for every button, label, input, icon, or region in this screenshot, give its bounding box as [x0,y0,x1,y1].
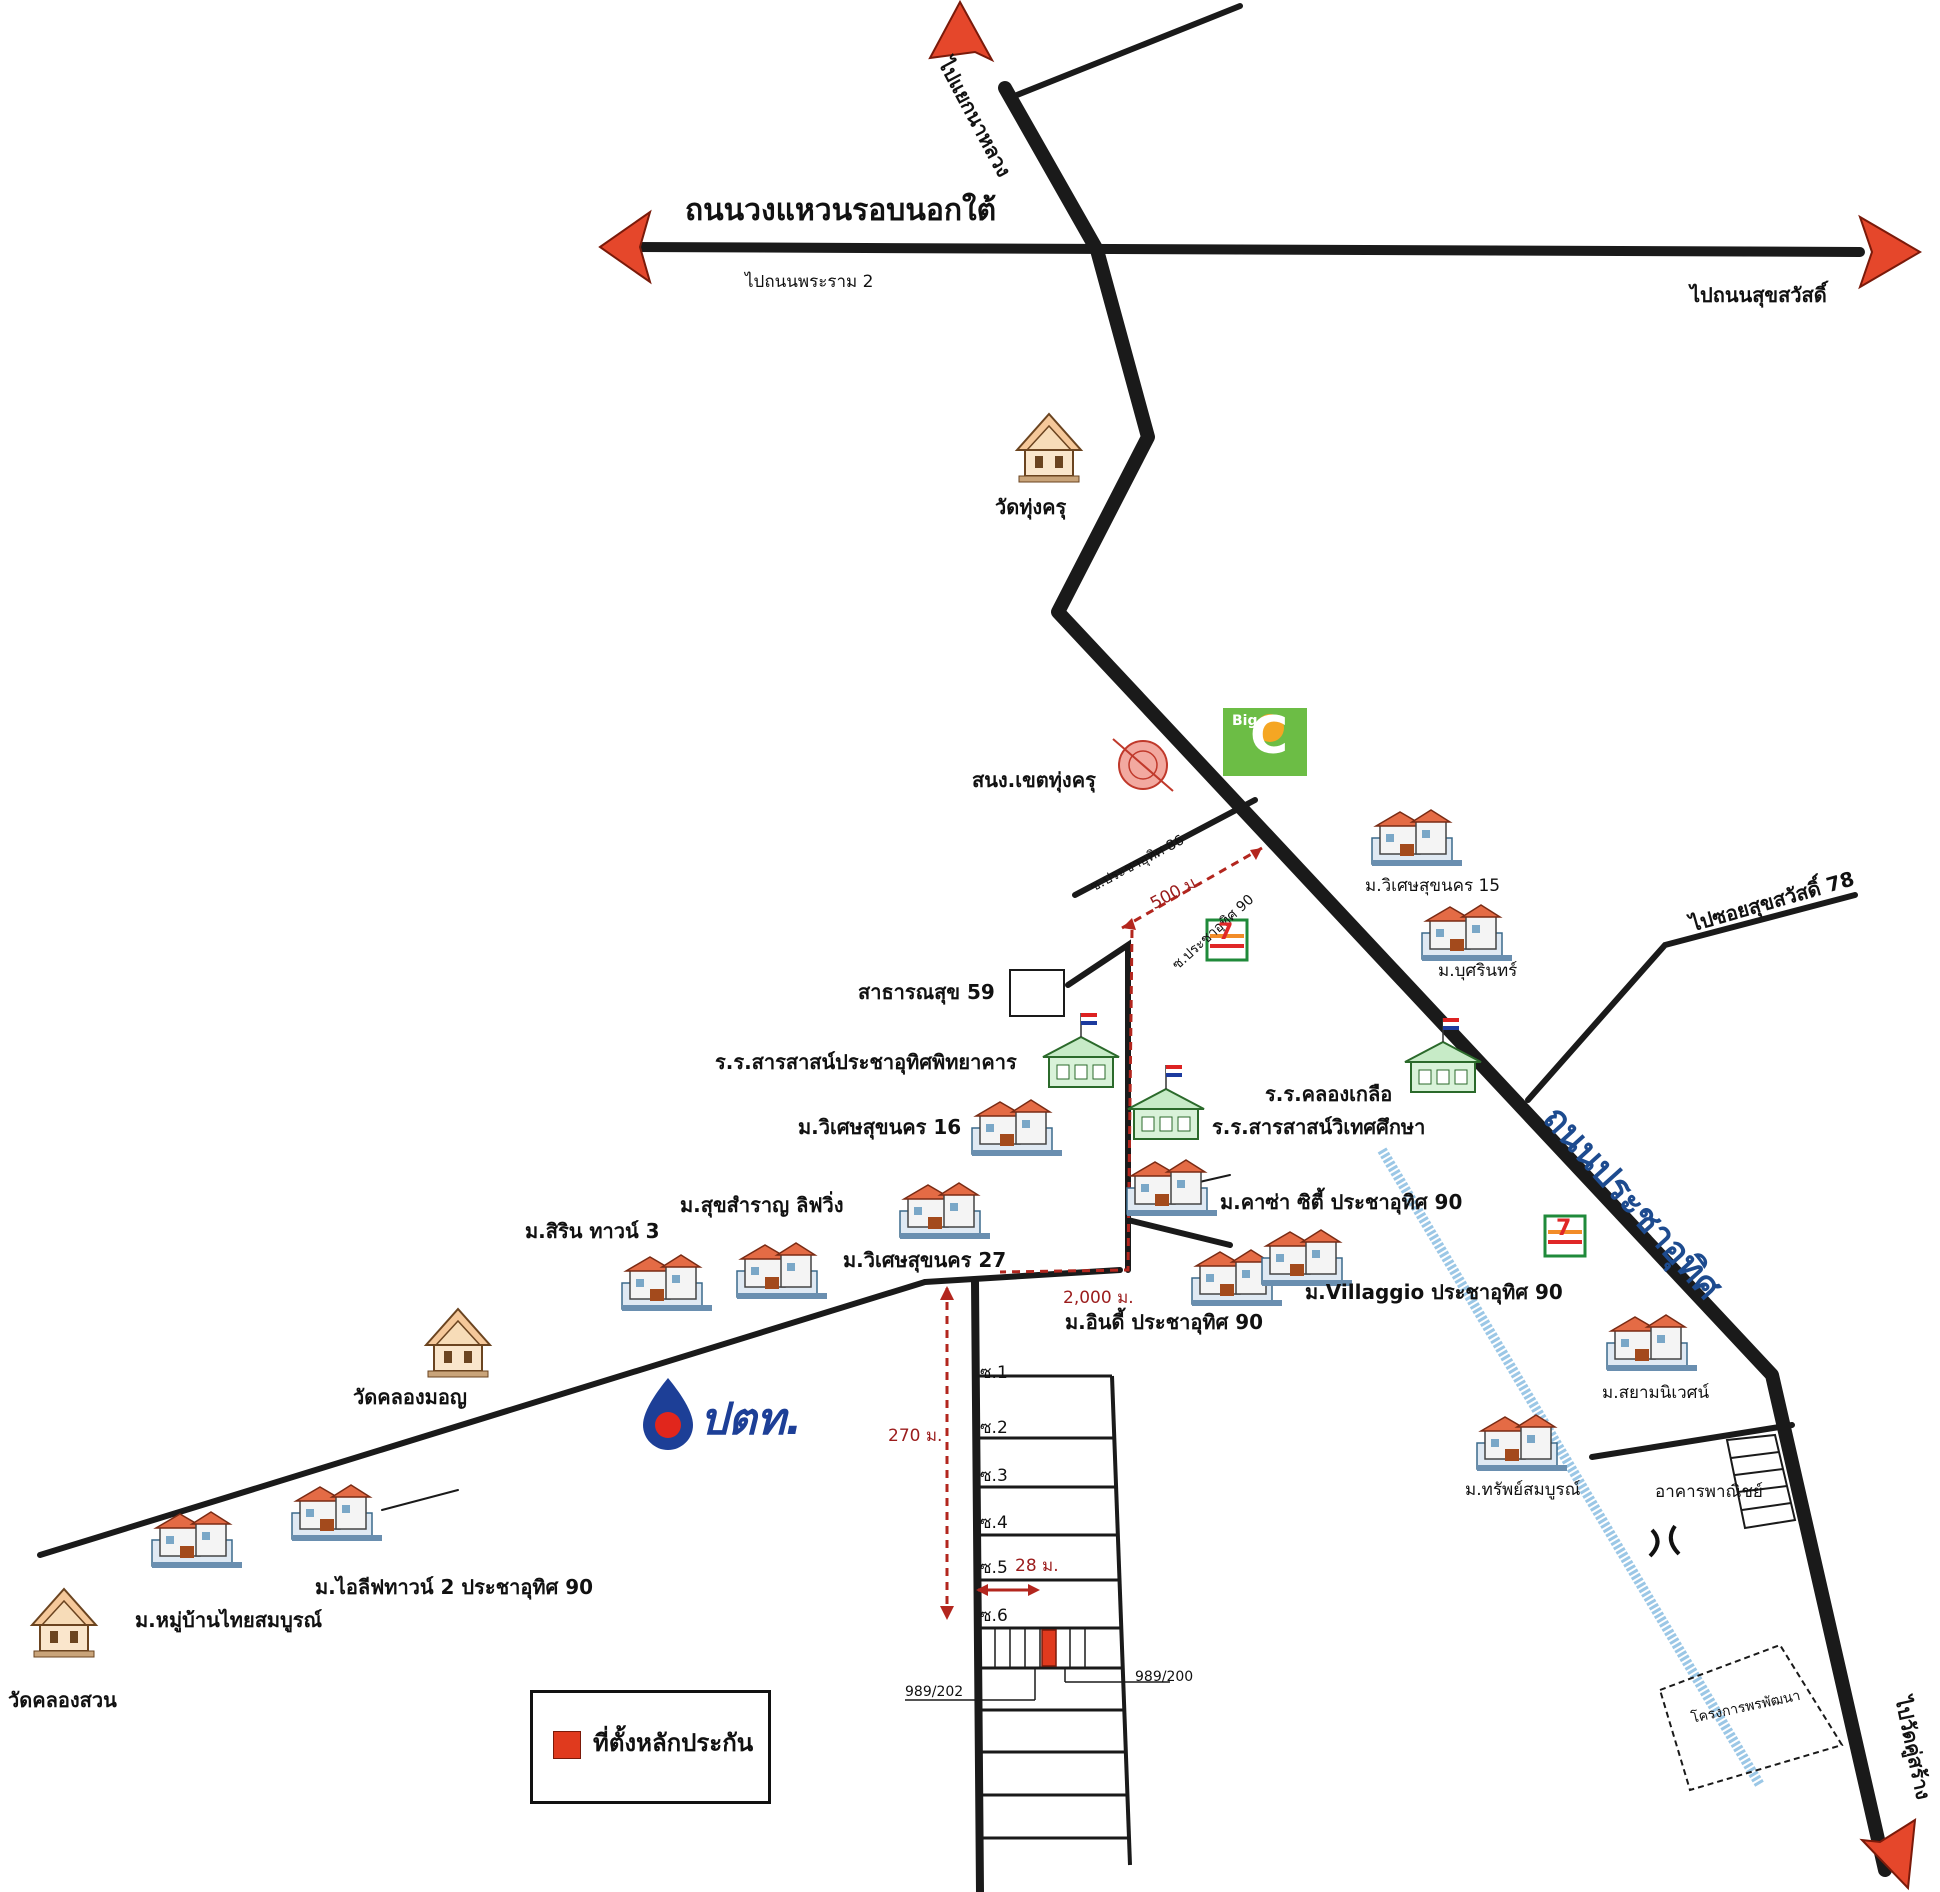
seven-eleven-text-1: 7 [1218,920,1234,945]
to-rama2-label: ไปถนนพระราม 2 [745,272,874,292]
arrow-east [1858,214,1922,290]
temple-thungkru-icon [1016,413,1082,483]
wat-khlongmon-label: วัดคลองมอญ [353,1385,467,1409]
direction-arrows [598,0,1922,1891]
village-sirin-label: ม.สิริน ทาวน์ 3 [525,1219,660,1243]
wat-thungkru-label: วัดทุ่งครุ [995,495,1067,519]
district-office-label: สนง.เขตทุ่งครุ [972,768,1096,792]
legend-swatch [553,1731,581,1759]
soi-1-label: ซ.1 [980,1363,1008,1383]
distance-28-label: 28 ม. [1015,1556,1059,1576]
village-burin-label: ม.บุศรินทร์ [1438,961,1518,981]
soi-86 [1072,797,1258,898]
commercial-building [1725,1433,1797,1530]
village-suksamran-icon [899,1182,991,1240]
ilife-spur [381,1489,459,1511]
address-200-label: 989/200 [1135,1669,1194,1685]
village-siam-icon [1606,1314,1698,1372]
bigc-logo-text1: Big [1232,713,1258,729]
village-wisetsuk27-icon [736,1242,828,1300]
collateral-location [1041,1629,1057,1667]
school-khlongkluea-label: ร.ร.คลองเกลือ [1265,1082,1393,1106]
village-sirin-icon [621,1254,713,1312]
soi-2-label: ซ.2 [980,1418,1008,1438]
village-wisetsuk15-label: ม.วิเศษสุขนคร 15 [1365,876,1501,896]
bridge-mark [1648,1524,1681,1558]
soi-4-label: ซ.4 [980,1513,1008,1533]
school-khlongkluea-icon [1404,1017,1482,1093]
bigc-logo-text2: C [1250,706,1289,766]
village-villaggio-icon [1261,1229,1353,1287]
village-casa-label: ม.คาซ่า ซิตี้ ประชาอุทิศ 90 [1220,1190,1463,1214]
legend: ที่ตั้งหลักประกัน [530,1690,771,1804]
commercial-building-label: อาคารพาณิชย์ [1655,1482,1763,1502]
address-202-label: 989/202 [905,1684,964,1700]
ring-road-label: ถนนวงแหวนรอบนอกใต้ [685,193,997,228]
temple-khlongmon-icon [425,1308,491,1378]
temple-khlongsuan-icon [31,1588,97,1658]
north-spur [1009,3,1243,100]
village-burin-icon [1421,904,1513,962]
village-thaisombun-label: ม.หมู่บ้านไทยสมบูรณ์ [135,1608,323,1632]
seven-eleven-text-2: 7 [1556,1216,1572,1241]
lower-cross-road [1589,1422,1795,1460]
village-thaisombun-icon [151,1511,243,1569]
khlongmon-road [37,1279,928,1558]
suksawat78-road [1525,892,1858,1103]
village-villaggio-label: ม.Villaggio ประชาอุทิศ 90 [1305,1280,1563,1304]
arrow-north [928,0,995,63]
distance-2000-label: 2,000 ม. [1063,1288,1134,1308]
bigc-logo-icon [1223,708,1307,776]
wat-khlongsuan-label: วัดคลองสวน [8,1688,117,1712]
village-wisetsuk15-icon [1371,809,1463,867]
village-indy-label: ม.อินดี้ ประชาอุทิศ 90 [1065,1310,1264,1334]
school-saransas-pracha-label: ร.ร.สารสาสน์ประชาอุทิศพิทยาคาร [715,1050,1017,1074]
village-ilife-label: ม.ไอลีฟทาวน์ 2 ประชาอุทิศ 90 [315,1575,594,1599]
d2000-line [999,929,1134,1274]
pracha-uthit-road [998,81,1892,1877]
village-sap-label: ม.ทรัพย์สมบูรณ์ [1465,1480,1581,1500]
village-wisetsuk27-label: ม.วิเศษสุขนคร 27 [843,1248,1007,1272]
village-casa-icon [1126,1159,1218,1217]
soi-90 [1065,939,1131,1273]
distance-270-label: 270 ม. [888,1426,943,1446]
village-wisetsuk16-icon [971,1099,1063,1157]
ptt-logo-text: ปตท. [700,1394,803,1445]
arrow-south [1859,1818,1917,1891]
school-saransas-pracha-icon [1042,1012,1120,1088]
village-suksamran-label: ม.สุขสำราญ ลิฟวิ่ง [680,1193,844,1217]
village-siam-label: ม.สยามนิเวศน์ [1602,1383,1710,1403]
district-office-seal-icon [1112,738,1174,792]
project-box [1658,1643,1844,1792]
minor-roads [37,3,1858,1558]
arrow-west [598,209,652,285]
village-wisetsuk16-label: ม.วิเศษสุขนคร 16 [798,1115,962,1139]
legend-label: ที่ตั้งหลักประกัน [593,1729,754,1757]
health-center-label: สาธารณสุข 59 [858,980,995,1004]
health-center-box [1009,969,1065,1017]
to-suksawat-label: ไปถนนสุขสวัสดิ์ [1690,283,1827,307]
soi-5-label: ซ.5 [980,1558,1008,1578]
ptt-logo-icon [643,1378,693,1450]
main-roads [620,81,1892,1892]
school-saransas-wites-icon [1127,1064,1205,1140]
canal [1377,1147,1765,1788]
village-sap-icon [1476,1414,1568,1472]
village-ilife-icon [291,1484,383,1542]
school-saransas-wites-label: ร.ร.สารสาสน์วิเทศศึกษา [1212,1115,1426,1139]
soi-6-label: ซ.6 [980,1606,1008,1626]
soi-main-left-edge [971,1278,984,1892]
distance-arrowheads [940,848,1262,1620]
soi-90-branch [1125,1217,1233,1248]
ring-road [620,242,1865,257]
soi-3-label: ซ.3 [980,1466,1008,1486]
